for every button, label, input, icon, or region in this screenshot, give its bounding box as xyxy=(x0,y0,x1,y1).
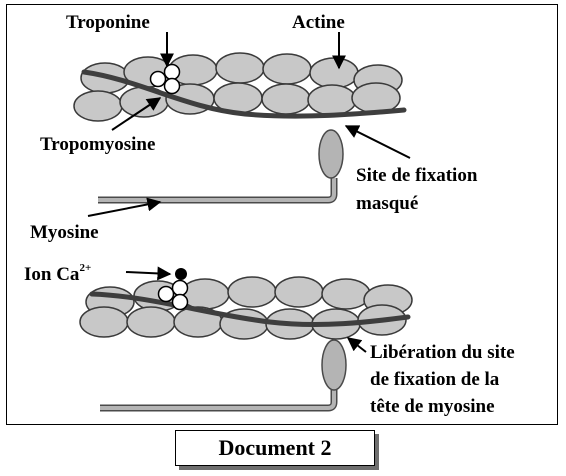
actin-monomer xyxy=(321,278,371,310)
actin-filament-bottom xyxy=(79,276,413,340)
label-liberation-line3: tête de myosine xyxy=(370,396,495,417)
label-actine: Actine xyxy=(292,12,345,33)
tropomyosin-strand-top xyxy=(81,69,407,119)
calcium-ion xyxy=(175,268,187,280)
myosin-bottom xyxy=(100,339,347,412)
actin-monomer xyxy=(79,306,129,338)
arrow-liberation xyxy=(346,337,367,353)
tropomyosin-strand-bottom xyxy=(89,291,411,327)
arrow-tropomyosine xyxy=(111,97,162,131)
actin-monomer xyxy=(261,83,311,115)
label-myosine: Myosine xyxy=(30,222,99,243)
actin-monomer xyxy=(274,276,324,308)
arrow-myosine xyxy=(87,197,162,217)
label-ion-ca-base: Ion Ca xyxy=(24,264,80,285)
label-ion-ca-superscript: 2+ xyxy=(79,262,91,274)
actin-monomer xyxy=(227,276,277,308)
arrow-ion-ca xyxy=(125,266,172,281)
document-caption: Document 2 xyxy=(218,435,332,460)
label-liberation-line1: Libération du site xyxy=(370,342,515,363)
label-troponine: Troponine xyxy=(66,12,150,33)
label-tropomyosine: Tropomyosine xyxy=(40,134,155,155)
actin-monomer xyxy=(307,84,357,116)
arrow-site-masque xyxy=(344,125,411,159)
actin-monomer xyxy=(262,53,312,85)
myosin-head-top xyxy=(318,129,344,179)
myosin-top xyxy=(98,129,344,204)
label-site-line2: masqué xyxy=(356,193,418,214)
actin-monomer xyxy=(73,90,123,122)
troponin-complex-top xyxy=(149,63,181,95)
actin-filament-top xyxy=(73,52,403,122)
label-ion-ca: Ion Ca2+ xyxy=(24,262,91,285)
label-site-line1: Site de fixation xyxy=(356,165,478,186)
troponin-complex-bottom xyxy=(157,279,189,311)
label-liberation-line2: de fixation de la xyxy=(370,369,500,390)
document-caption-box: Document 2 xyxy=(175,430,375,466)
myosin-head-bottom xyxy=(321,339,347,391)
actin-monomer xyxy=(126,306,176,338)
actin-monomer xyxy=(215,52,265,84)
actin-monomer xyxy=(180,278,230,310)
actin-monomer xyxy=(309,57,359,89)
